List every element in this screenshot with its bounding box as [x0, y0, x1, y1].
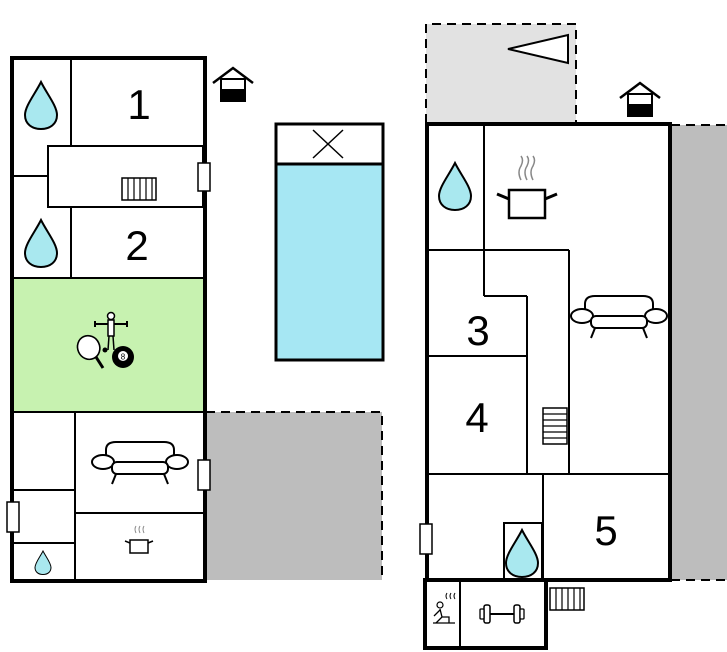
door-icon [6, 501, 20, 533]
svg-text:8: 8 [121, 353, 126, 362]
table-football-icon [94, 311, 128, 351]
door-icon [197, 459, 211, 491]
door-icon [419, 523, 433, 555]
radiator-icon [549, 587, 585, 611]
room-label-4: 4 [465, 394, 488, 441]
terrace-right [671, 125, 727, 580]
sofa-icon [91, 441, 189, 485]
north-arrow-icon [507, 33, 569, 65]
room-label-2: 2 [125, 222, 148, 269]
house-entrance-icon [618, 81, 662, 118]
water-drop-icon [24, 219, 58, 268]
water-drop-icon [438, 162, 472, 211]
water-drop-icon [34, 550, 52, 575]
left-building-outline [10, 56, 207, 583]
radiator-icon [121, 177, 157, 201]
pool-cover [274, 122, 385, 166]
room-label-3: 3 [466, 307, 489, 354]
terrace-left [206, 412, 382, 580]
door-icon [197, 162, 211, 192]
billiard-ball-icon: 8 [112, 346, 134, 368]
sauna-icon [433, 592, 456, 624]
water-drop-icon [24, 81, 58, 130]
right-building-outline [425, 122, 672, 582]
room-label-5: 5 [594, 507, 617, 554]
sofa-icon [570, 295, 668, 339]
fitness-dumbbell-icon [479, 604, 525, 624]
house-entrance-icon [211, 66, 255, 103]
room-label-1: 1 [127, 81, 150, 128]
cooking-pot-icon [124, 525, 154, 554]
stairs-icon [542, 407, 568, 445]
table-tennis-icon [76, 334, 108, 369]
cooking-pot-icon [496, 155, 558, 220]
